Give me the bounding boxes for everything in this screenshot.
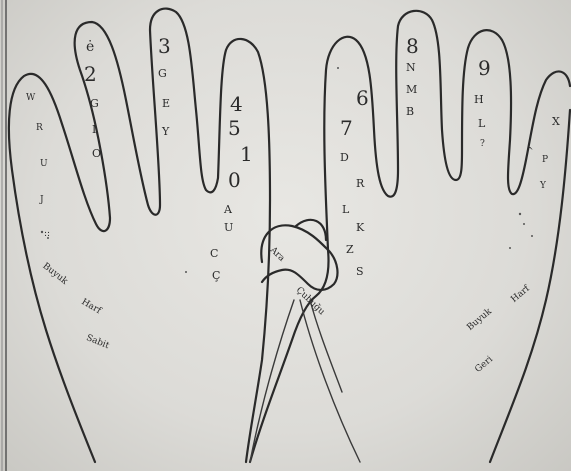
left-pinky-letter-4: J xyxy=(40,196,44,205)
scan-specks xyxy=(41,67,533,273)
left-pinky-letter-1: W xyxy=(26,94,35,103)
left-middle-letter-g: G xyxy=(158,68,167,79)
right-pinky-letter-y: Y xyxy=(540,182,546,191)
left-ring-letter-i: I xyxy=(92,124,96,135)
left-index-number-1: 1 xyxy=(240,144,253,164)
left-ring-letter-o: O xyxy=(92,148,101,159)
right-middle-letter-m: M xyxy=(406,84,417,95)
right-middle-number: 8 xyxy=(406,36,419,56)
right-pinky-letter-p: P xyxy=(542,156,548,165)
right-ring-number: 9 xyxy=(478,58,491,78)
right-index-number-7: 7 xyxy=(340,118,353,138)
left-ring-number: 2 xyxy=(84,64,97,84)
left-ring-accent-letter: ė xyxy=(86,40,94,54)
right-index-letter-d: D xyxy=(340,152,349,163)
right-index-number-6: 6 xyxy=(356,88,369,108)
left-ring-letter-g: G xyxy=(90,98,99,109)
right-hand-outline xyxy=(250,11,570,462)
left-index-letter-a: A xyxy=(224,204,232,215)
right-wrist-line xyxy=(300,300,360,462)
left-middle-letter-y: Y xyxy=(162,126,169,137)
left-index-number-4: 4 xyxy=(230,94,243,114)
right-pinky-letter-x: X xyxy=(552,116,560,127)
left-index-letter-c-cedilla: Ç xyxy=(212,270,220,281)
left-index-letter-u: U xyxy=(224,222,233,233)
right-index-letter-s: S xyxy=(356,266,364,277)
right-palm-inner-line xyxy=(310,300,342,392)
right-ring-symbol: ? xyxy=(480,140,485,149)
left-index-number-5: 5 xyxy=(228,118,241,138)
right-ring-letter-h: H xyxy=(474,94,484,105)
right-hand-edge xyxy=(490,110,570,462)
right-index-letter-z: Z xyxy=(346,244,354,255)
left-index-number-0: 0 xyxy=(228,170,241,190)
left-middle-letter-e: E xyxy=(162,98,170,109)
right-middle-letter-b: B xyxy=(406,106,414,117)
left-pinky-letter-5: :: xyxy=(44,230,50,239)
left-middle-number: 3 xyxy=(158,36,171,56)
right-index-letter-l: L xyxy=(342,204,349,215)
left-index-letter-c: C xyxy=(210,248,218,259)
right-index-letter-k: K xyxy=(356,222,364,233)
left-pinky-letter-2: R xyxy=(36,124,43,133)
left-pinky-letter-3: U xyxy=(40,160,48,169)
right-pinky-symbol: ^ xyxy=(526,148,534,157)
right-index-letter-r: R xyxy=(356,178,364,189)
right-middle-letter-n: N xyxy=(406,62,416,73)
right-ring-letter-l: L xyxy=(478,118,485,129)
